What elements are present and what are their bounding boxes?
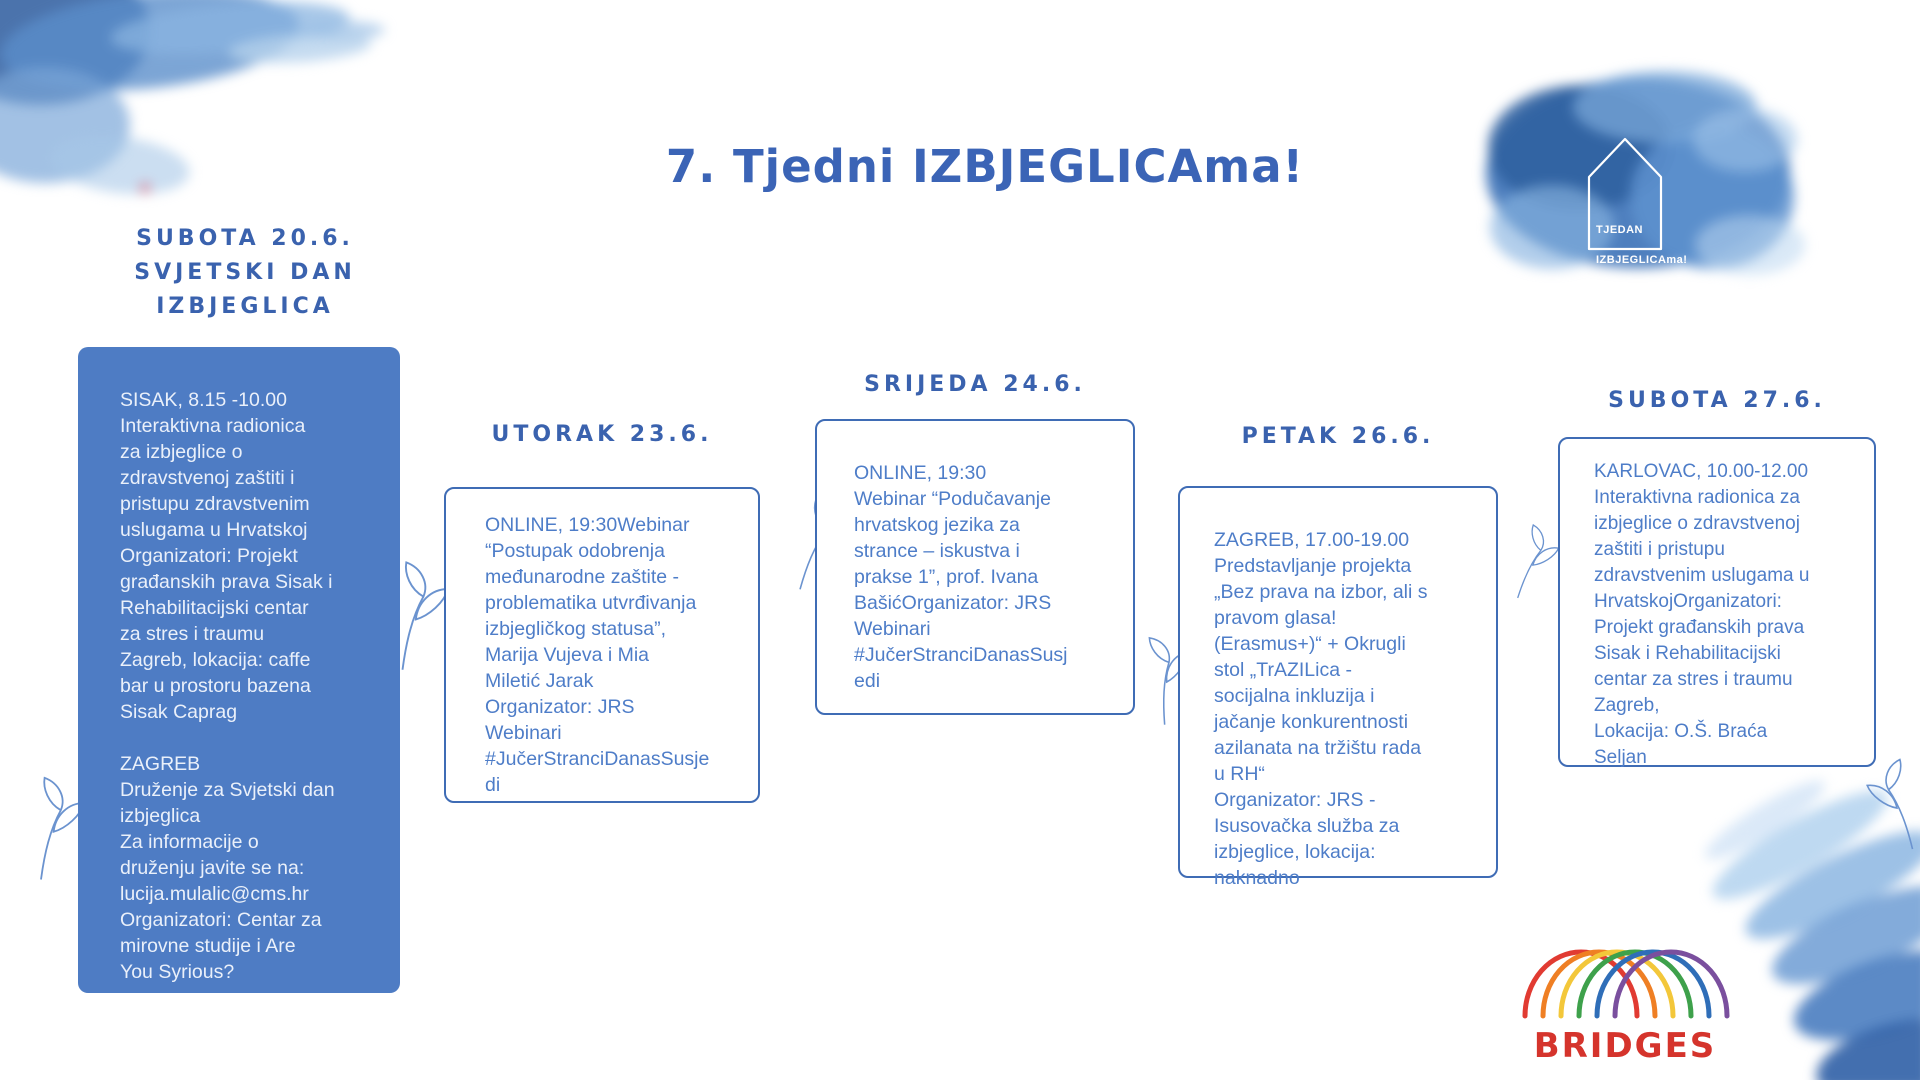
watercolor-top-left-decoration — [0, 0, 385, 195]
event-card-utorak-23: ONLINE, 19:30Webinar “Postupak odobrenja… — [444, 487, 760, 803]
event-heading-srijeda-24: SRIJEDA 24.6. — [864, 372, 1086, 397]
event-body: SISAK, 8.15 -10.00 Interaktivna radionic… — [120, 389, 335, 983]
event-heading-petak-26: PETAK 26.6. — [1241, 424, 1435, 449]
event-heading-subota-20: SUBOTA 20.6. SVJETSKI DAN IZBJEGLICA — [134, 226, 356, 319]
event-body: KARLOVAC, 10.00-12.00 Interaktivna radio… — [1594, 461, 1810, 768]
badge-text: TJEDAN IZBJEGLICAma! — [1596, 208, 1687, 268]
event-card-petak-26: ZAGREB, 17.00-19.00 Predstavljanje proje… — [1178, 486, 1498, 889]
event-body: ONLINE, 19:30 Webinar “Podučavanje hrvat… — [854, 462, 1068, 692]
leaf-sketch-icon — [1866, 758, 1914, 850]
event-body: ONLINE, 19:30Webinar “Postupak odobrenja… — [485, 514, 710, 796]
badge-line2: IZBJEGLICAma! — [1596, 254, 1688, 266]
bridges-wordmark: BRIDGES — [1533, 1026, 1717, 1066]
event-card-subota-20: SISAK, 8.15 -10.00 Interaktivna radionic… — [78, 347, 400, 993]
house-icon — [1587, 137, 1663, 251]
bridges-rainbow-icon — [1522, 949, 1730, 1019]
event-heading-subota-27: SUBOTA 27.6. — [1608, 388, 1826, 413]
event-card-srijeda-24: ONLINE, 19:30 Webinar “Podučavanje hrvat… — [815, 419, 1135, 715]
event-card-subota-27: KARLOVAC, 10.00-12.00 Interaktivna radio… — [1558, 437, 1876, 768]
page-title: 7. Tjedni IZBJEGLICAma! — [665, 140, 1305, 193]
event-heading-utorak-23: UTORAK 23.6. — [491, 422, 713, 447]
watercolor-bottom-right-decoration — [1705, 780, 1920, 1080]
watercolor-logo-blob — [1486, 71, 1805, 275]
badge-line1: TJEDAN — [1596, 224, 1644, 236]
event-body: ZAGREB, 17.00-19.00 Predstavljanje proje… — [1214, 529, 1428, 889]
